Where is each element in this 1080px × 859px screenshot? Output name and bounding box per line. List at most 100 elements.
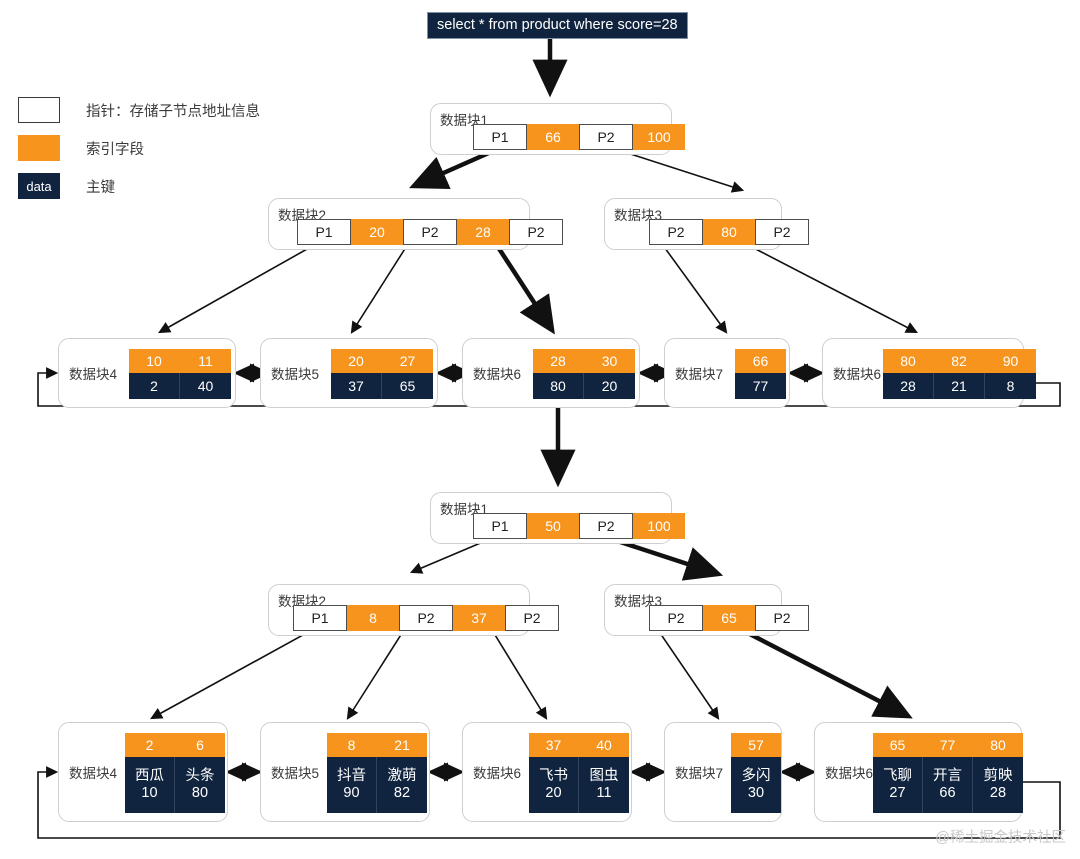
legend-label-data: 主键 (86, 179, 115, 196)
pointer-cell-0: P2 (649, 605, 703, 631)
leaf-key-0: 20 (331, 349, 382, 373)
legend-swatch-pointer (18, 97, 60, 123)
top-leaf-5-label: 数据块6 (833, 367, 882, 382)
pointer-cell-2: P2 (579, 513, 633, 539)
watermark: @稀土掘金技术社区 (935, 830, 1066, 846)
legend-swatch-index (18, 135, 60, 161)
leaf-value-1: 21 (934, 373, 985, 399)
leaf-key-1: 77 (923, 733, 973, 757)
legend-item-pointer: 指针：存储子节点地址信息 (18, 95, 260, 125)
record-name: 飞书 (539, 767, 568, 784)
query-statement-banner: select * from product where score=28 (427, 12, 688, 39)
bottom-leaf-3-label: 数据块6 (473, 766, 522, 781)
record-name: 头条 (185, 767, 215, 784)
bottom-leaf-4-label: 数据块7 (675, 766, 724, 781)
leaf-value-0: 37 (331, 373, 382, 399)
bottom-leaf-2-label: 数据块5 (271, 766, 320, 781)
record-number: 90 (343, 785, 360, 801)
key-cell-3: 100 (633, 513, 685, 539)
top-leaf-1-label: 数据块4 (69, 367, 118, 382)
pointer-cell-4: P2 (505, 605, 559, 631)
record-name: 多闪 (741, 767, 771, 784)
pointer-cell-4: P2 (509, 219, 563, 245)
key-cell-1: 50 (527, 513, 579, 539)
key-cell-1: 20 (351, 219, 403, 245)
record-number: 10 (141, 785, 158, 801)
record-number: 82 (393, 785, 411, 801)
top-leaf-4-label: 数据块7 (675, 367, 724, 382)
leaf-value-0: 28 (883, 373, 934, 399)
key-cell-3: 37 (453, 605, 505, 631)
record-name: 图虫 (589, 767, 619, 784)
leaf-key-0: 37 (529, 733, 579, 757)
record-number: 27 (889, 785, 906, 801)
pointer-cell-2: P2 (403, 219, 457, 245)
pointer-cell-2: P2 (755, 605, 809, 631)
leaf-key-0: 80 (883, 349, 934, 373)
leaf-key-0: 66 (735, 349, 786, 373)
key-cell-1: 8 (347, 605, 399, 631)
record-name: 开言 (933, 767, 962, 784)
key-cell-1: 65 (703, 605, 755, 631)
pointer-cell-2: P2 (399, 605, 453, 631)
leaf-key-1: 82 (934, 349, 985, 373)
legend-item-index: 索引字段 (18, 133, 260, 163)
pointer-cell-0: P1 (297, 219, 351, 245)
legend-label-pointer: 指针：存储子节点地址信息 (86, 103, 260, 120)
bottom-leaf-1-label: 数据块4 (69, 766, 118, 781)
record-number: 11 (596, 785, 612, 801)
record-number: 20 (545, 785, 562, 801)
legend: 指针：存储子节点地址信息 索引字段 data 主键 (18, 95, 260, 209)
leaf-key-0: 8 (327, 733, 377, 757)
leaf-key-1: 27 (382, 349, 433, 373)
record-name: 剪映 (983, 767, 1013, 784)
leaf-key-0: 28 (533, 349, 584, 373)
leaf-key-0: 2 (125, 733, 175, 757)
leaf-key-0: 10 (129, 349, 180, 373)
leaf-key-0: 57 (731, 733, 781, 757)
bottom-leaf-5-label: 数据块6 (825, 766, 874, 781)
